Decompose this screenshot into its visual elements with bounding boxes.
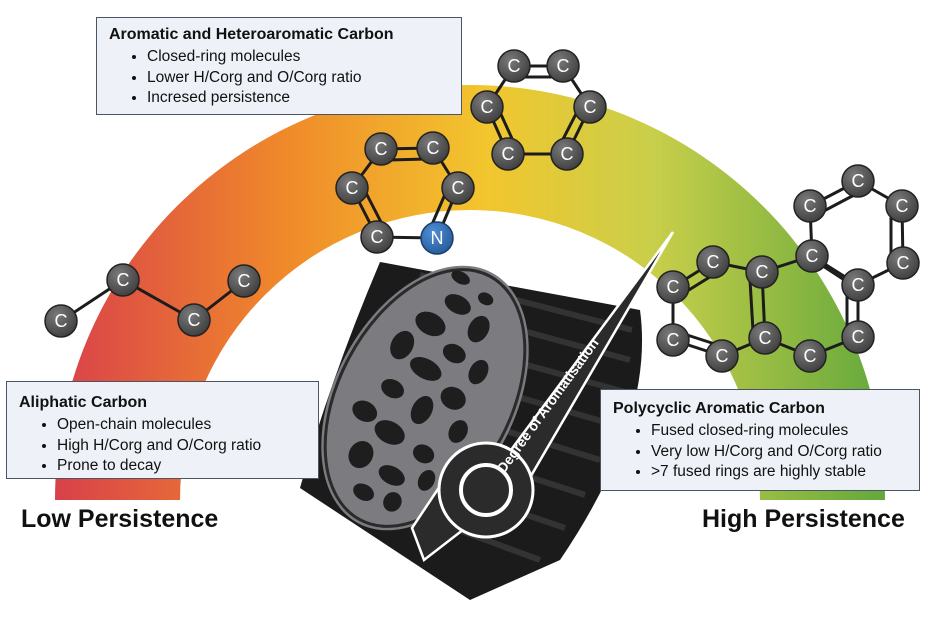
svg-text:C: C	[756, 262, 769, 282]
carbon-atom: C	[656, 323, 690, 357]
svg-text:C: C	[804, 196, 817, 216]
low-persistence-label: Low Persistence	[21, 505, 219, 533]
svg-text:C: C	[806, 246, 819, 266]
svg-text:C: C	[188, 310, 201, 330]
carbon-atom: C	[841, 320, 875, 354]
aromatic-carbon-title: Aromatic and Heteroaromatic Carbon	[109, 26, 394, 43]
list-item: High H/Corg and O/Corg ratio	[57, 436, 306, 457]
carbon-atom: C	[491, 137, 525, 171]
svg-text:C: C	[55, 311, 68, 331]
persistence-arc	[55, 85, 885, 500]
svg-text:C: C	[707, 252, 720, 272]
carbon-atom: C	[497, 49, 531, 83]
biochar-cylinder	[300, 262, 643, 600]
svg-text:C: C	[852, 275, 865, 295]
carbon-atom: C	[705, 339, 739, 373]
carbon-atom: C	[550, 137, 584, 171]
svg-text:C: C	[852, 327, 865, 347]
high-persistence-label: High Persistence	[702, 505, 905, 533]
list-item: Open-chain molecules	[57, 415, 306, 436]
carbon-atom: C	[335, 171, 369, 205]
carbon-atom: C	[745, 255, 779, 289]
carbon-atom: C	[841, 268, 875, 302]
nitrogen-atom: N	[420, 221, 454, 255]
atoms: C C C C C C C C C N C C C C C C C C C C …	[44, 49, 920, 373]
carbon-atom: C	[885, 189, 919, 223]
svg-text:C: C	[804, 346, 817, 366]
carbon-atom: C	[696, 245, 730, 279]
svg-text:C: C	[759, 328, 772, 348]
svg-text:C: C	[561, 144, 574, 164]
aliphatic-carbon-title: Aliphatic Carbon	[19, 394, 148, 411]
polycyclic-aromatic-carbon-list: Fused closed-ring molecules Very low H/C…	[613, 421, 907, 483]
aliphatic-carbon-box: Aliphatic Carbon Open-chain molecules Hi…	[6, 381, 319, 479]
svg-text:C: C	[584, 97, 597, 117]
svg-text:C: C	[667, 277, 680, 297]
carbon-atom: C	[364, 132, 398, 166]
carbon-atom: C	[573, 90, 607, 124]
svg-text:C: C	[346, 178, 359, 198]
svg-text:C: C	[427, 138, 440, 158]
carbon-atom: C	[656, 270, 690, 304]
svg-text:C: C	[502, 144, 515, 164]
carbon-atom: C	[177, 303, 211, 337]
carbon-atom: C	[227, 264, 261, 298]
carbon-atom: C	[841, 164, 875, 198]
svg-text:C: C	[716, 346, 729, 366]
list-item: Very low H/Corg and O/Corg ratio	[651, 442, 907, 463]
aromatic-carbon-list: Closed-ring molecules Lower H/Corg and O…	[109, 47, 449, 109]
svg-text:C: C	[557, 56, 570, 76]
aliphatic-carbon-list: Open-chain molecules High H/Corg and O/C…	[19, 415, 306, 477]
polycyclic-aromatic-carbon-title: Polycyclic Aromatic Carbon	[613, 400, 825, 417]
list-item: Incresed persistence	[147, 88, 449, 109]
carbon-atom: C	[416, 131, 450, 165]
carbon-atom: C	[106, 263, 140, 297]
svg-text:C: C	[667, 330, 680, 350]
carbon-atom: C	[441, 171, 475, 205]
carbon-atom: C	[470, 90, 504, 124]
svg-text:C: C	[238, 271, 251, 291]
carbon-atom: C	[795, 239, 829, 273]
svg-text:N: N	[431, 228, 444, 248]
carbon-atom: C	[546, 49, 580, 83]
svg-text:C: C	[117, 270, 130, 290]
svg-text:C: C	[452, 178, 465, 198]
carbon-atom: C	[748, 321, 782, 355]
svg-text:C: C	[371, 227, 384, 247]
carbon-atom: C	[793, 189, 827, 223]
svg-text:C: C	[508, 56, 521, 76]
carbon-atom: C	[793, 339, 827, 373]
carbon-atom: C	[886, 246, 920, 280]
svg-text:C: C	[852, 171, 865, 191]
list-item: Closed-ring molecules	[147, 47, 449, 68]
list-item: Fused closed-ring molecules	[651, 421, 907, 442]
polycyclic-aromatic-carbon-box: Polycyclic Aromatic Carbon Fused closed-…	[600, 389, 920, 491]
svg-text:C: C	[481, 97, 494, 117]
list-item: >7 fused rings are highly stable	[651, 462, 907, 483]
carbon-atom: C	[44, 304, 78, 338]
list-item: Prone to decay	[57, 456, 306, 477]
aromatic-carbon-box: Aromatic and Heteroaromatic Carbon Close…	[96, 17, 462, 115]
svg-text:C: C	[896, 196, 909, 216]
list-item: Lower H/Corg and O/Corg ratio	[147, 68, 449, 89]
svg-text:C: C	[375, 139, 388, 159]
svg-text:C: C	[897, 253, 910, 273]
carbon-atom: C	[360, 220, 394, 254]
